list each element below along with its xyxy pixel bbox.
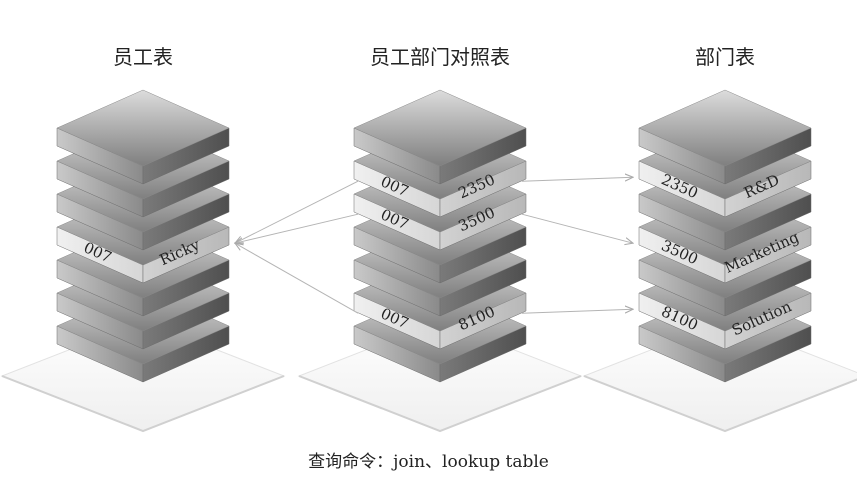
query-caption: 查询命令：join、lookup table bbox=[308, 452, 549, 472]
table-row bbox=[353, 89, 527, 185]
link-arrow-to-employee bbox=[235, 213, 359, 243]
stack-title: 部门表 bbox=[695, 45, 755, 69]
link-arrow-to-employee bbox=[235, 180, 359, 243]
stack-titles: 员工表 员工部门对照表 部门表 bbox=[113, 45, 755, 69]
table-row bbox=[638, 89, 812, 185]
link-arrows bbox=[235, 177, 633, 314]
link-arrow-to-department bbox=[521, 309, 633, 314]
stack-base-edge bbox=[1, 375, 285, 433]
stack-base-edge bbox=[583, 375, 857, 433]
link-arrow-to-department bbox=[521, 177, 633, 182]
stack-title: 员工表 bbox=[113, 45, 173, 69]
stack-title: 员工部门对照表 bbox=[370, 45, 510, 69]
link-arrow-to-employee bbox=[235, 243, 359, 314]
table-row bbox=[56, 89, 230, 185]
stack-base-edge bbox=[298, 375, 582, 433]
link-arrow-to-department bbox=[521, 213, 633, 243]
